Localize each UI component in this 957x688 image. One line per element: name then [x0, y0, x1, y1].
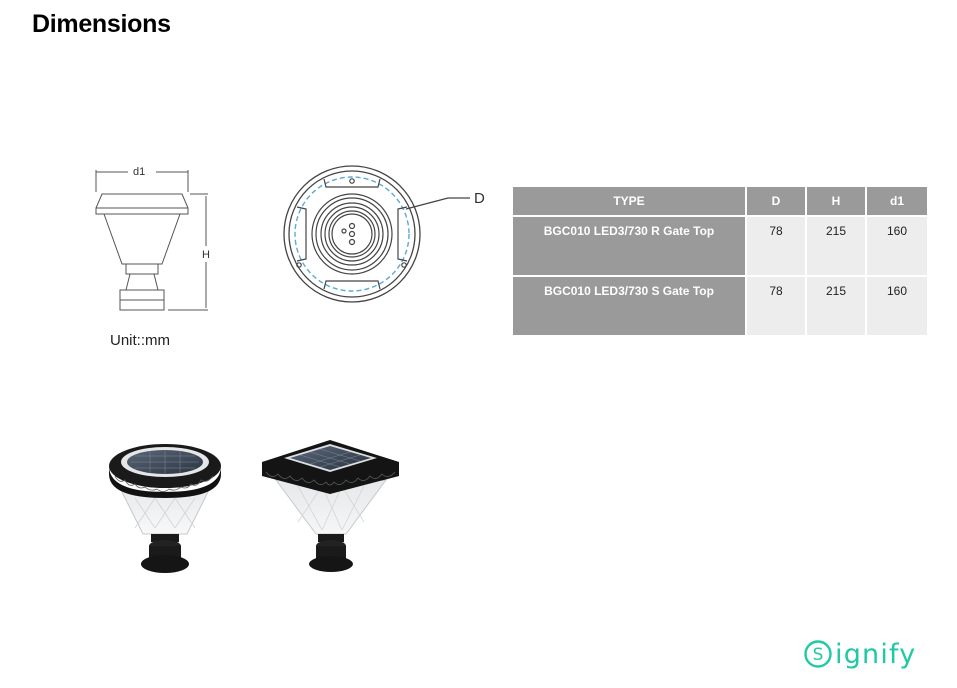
- row-type: BGC010 LED3/730 R Gate Top: [513, 217, 745, 275]
- header-h: H: [807, 187, 865, 215]
- row-d1: 160: [867, 277, 927, 335]
- row-h: 215: [807, 217, 865, 275]
- spec-table-header-row: TYPE D H d1: [513, 187, 927, 215]
- page-title: Dimensions: [32, 10, 171, 38]
- table-row: BGC010 LED3/730 R Gate Top 78 215 160: [513, 217, 927, 275]
- side-view-h-label: H: [202, 249, 210, 261]
- side-view-d1-label: d1: [133, 166, 145, 178]
- unit-label: Unit::mm: [110, 332, 170, 349]
- header-d: D: [747, 187, 805, 215]
- row-d1: 160: [867, 217, 927, 275]
- side-view-drawing: d1 H: [95, 166, 210, 311]
- brand-logo: S ignify: [803, 634, 916, 674]
- top-view-drawing: D: [283, 165, 485, 303]
- header-d1: d1: [867, 187, 927, 215]
- header-type: TYPE: [513, 187, 745, 215]
- product-photo-round: [109, 444, 221, 573]
- brand-initial: S: [813, 645, 824, 665]
- row-d: 78: [747, 277, 805, 335]
- row-h: 215: [807, 277, 865, 335]
- row-d: 78: [747, 217, 805, 275]
- signify-s-icon: S: [804, 640, 832, 668]
- brand-name: ignify: [835, 638, 917, 670]
- top-view-d-label: D: [474, 190, 485, 207]
- row-type: BGC010 LED3/730 S Gate Top: [513, 277, 745, 335]
- table-row: BGC010 LED3/730 S Gate Top 78 215 160: [513, 277, 927, 335]
- spec-table: TYPE D H d1 BGC010 LED3/730 R Gate Top 7…: [511, 185, 929, 337]
- product-photo-square: [262, 440, 399, 572]
